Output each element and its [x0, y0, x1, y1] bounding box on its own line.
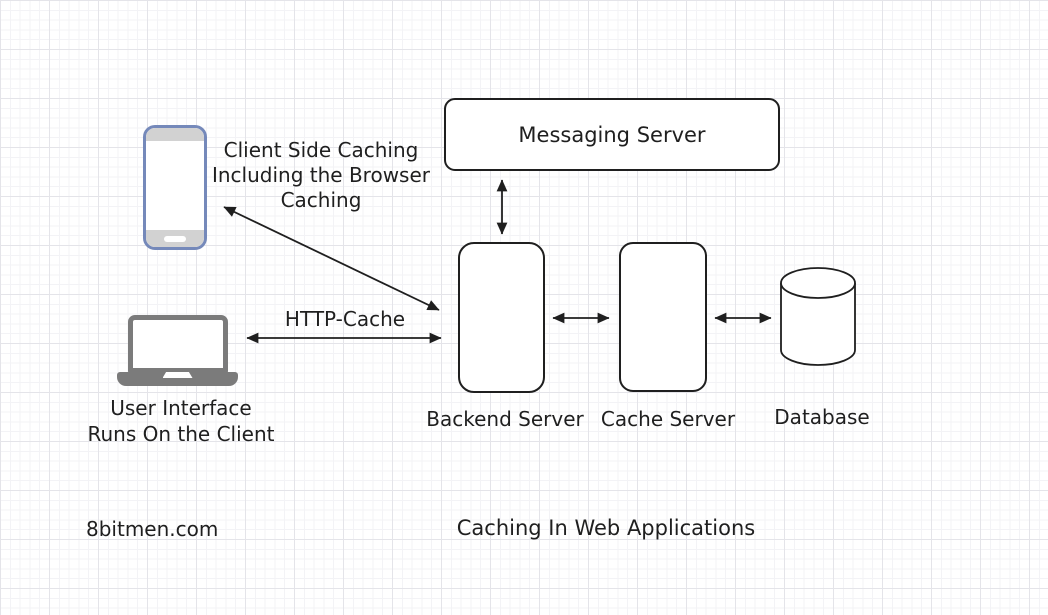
database-cylinder-icon [780, 267, 856, 366]
node-backend-server [458, 242, 545, 393]
smartphone-statusbar [146, 128, 204, 141]
arrow-phone-backend [223, 206, 440, 311]
messaging-server-label: Messaging Server [518, 122, 706, 147]
database-label: Database [774, 405, 870, 429]
client-side-caching-note: Client Side Caching Including the Browse… [211, 138, 430, 212]
smartphone-icon [143, 125, 207, 250]
laptop-notch [162, 372, 193, 378]
smartphone-bottombar [146, 230, 204, 247]
node-messaging-server: Messaging Server [444, 98, 780, 171]
backend-server-label: Backend Server [426, 407, 584, 431]
diagram-title: Caching In Web Applications [456, 516, 756, 540]
node-cache-server [619, 242, 707, 392]
watermark: 8bitmen.com [86, 517, 219, 541]
laptop-screen [128, 315, 228, 373]
laptop-base [117, 372, 238, 386]
cache-server-label: Cache Server [600, 407, 736, 431]
laptop-icon [117, 315, 238, 387]
http-cache-edge-label: HTTP-Cache [284, 307, 406, 331]
smartphone-home-button [164, 235, 186, 242]
smartphone-screen [146, 141, 204, 230]
user-interface-note: User Interface Runs On the Client [87, 396, 275, 446]
